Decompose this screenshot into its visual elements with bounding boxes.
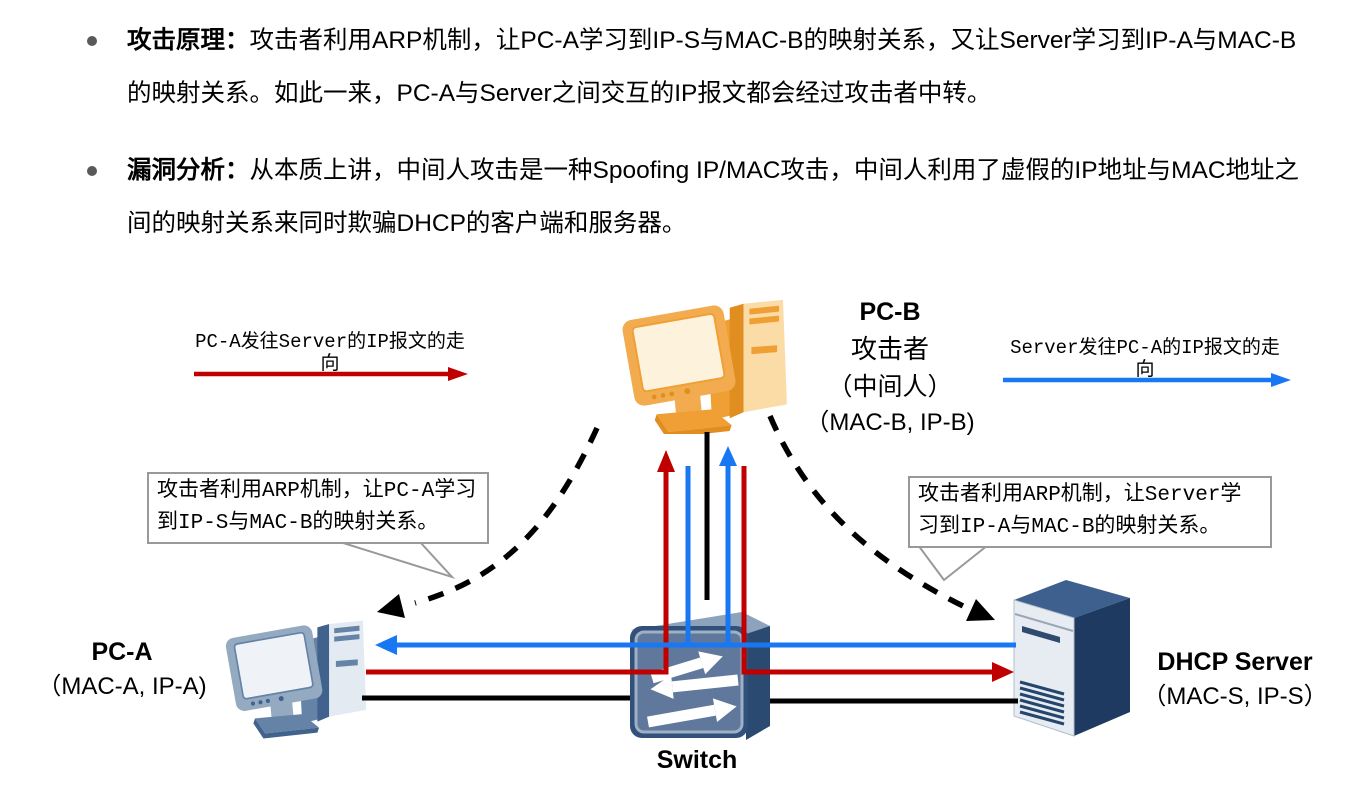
bullet-body: 从本质上讲，中间人攻击是一种Spoofing IP/MAC攻击，中间人利用了虚假… [127,157,1300,237]
node-name: DHCP Server [1157,648,1313,676]
node-address: （MAC-S, IP-S） [1142,683,1328,710]
callout-arp-spoof-pca: 攻击者利用ARP机制，让PC-A学习到IP-S与MAC-B的映射关系。 [147,472,489,544]
blue-arrow-icon [1003,373,1291,387]
bullet-lead: 攻击原理 [127,27,225,54]
pc-b-label: PC-B 攻击者 （中间人） （MAC-B, IP-B) [778,294,1002,440]
node-name: PC-A [91,638,153,666]
callout-text: 攻击者利用ARP机制，让Server学习到IP-A与MAC-B的映射关系。 [918,484,1242,539]
pc-b-computer-icon [622,299,787,434]
node-alias: （中间人） [827,373,953,401]
switch-label: Switch [612,742,782,778]
node-name: Switch [656,746,738,774]
bullet-vulnerability-analysis: 漏洞分析：从本质上讲，中间人攻击是一种Spoofing IP/MAC攻击，中间人… [85,144,1310,250]
legend-text-wrap: 向 [320,353,340,375]
node-address: （MAC-A, IP-A) [37,673,207,700]
node-role: 攻击者 [850,334,929,364]
dhcp-server-icon [1013,580,1130,737]
pc-a-label: PC-A （MAC-A, IP-A) [22,634,222,704]
bullet-list: 攻击原理：攻击者利用ARP机制，让PC-A学习到IP-S与MAC-B的映射关系，… [85,14,1310,274]
bullet-sep: ： [225,157,250,184]
legend-text: PC-A发往Server的IP报文的走 [195,331,465,353]
node-name: PC-B [859,298,921,326]
callout-arp-spoof-server: 攻击者利用ARP机制，让Server学习到IP-A与MAC-B的映射关系。 [908,476,1272,548]
legend-text: Server发往PC-A的IP报文的走 [1010,337,1280,359]
bullet-dot-icon [87,166,97,176]
pc-a-computer-icon [225,620,367,739]
legend-text-wrap: 向 [1135,359,1155,381]
legend-pca-to-server: PC-A发往Server的IP报文的走 向 [160,328,500,381]
bullet-sep: ： [225,27,250,54]
legend-server-to-pca: Server发往PC-A的IP报文的走 向 [995,334,1295,387]
node-address: （MAC-B, IP-B) [805,409,975,436]
red-arrow-icon [194,367,468,381]
bullet-dot-icon [87,36,97,46]
bullet-lead: 漏洞分析 [127,157,225,184]
bullet-attack-principle: 攻击原理：攻击者利用ARP机制，让PC-A学习到IP-S与MAC-B的映射关系，… [85,14,1310,120]
callout-text: 攻击者利用ARP机制，让PC-A学习到IP-S与MAC-B的映射关系。 [157,480,477,535]
switch-icon [630,612,770,740]
bullet-body: 攻击者利用ARP机制，让PC-A学习到IP-S与MAC-B的映射关系，又让Ser… [127,27,1297,107]
dhcp-server-label: DHCP Server （MAC-S, IP-S） [1128,644,1342,714]
callout-tails [339,541,991,582]
